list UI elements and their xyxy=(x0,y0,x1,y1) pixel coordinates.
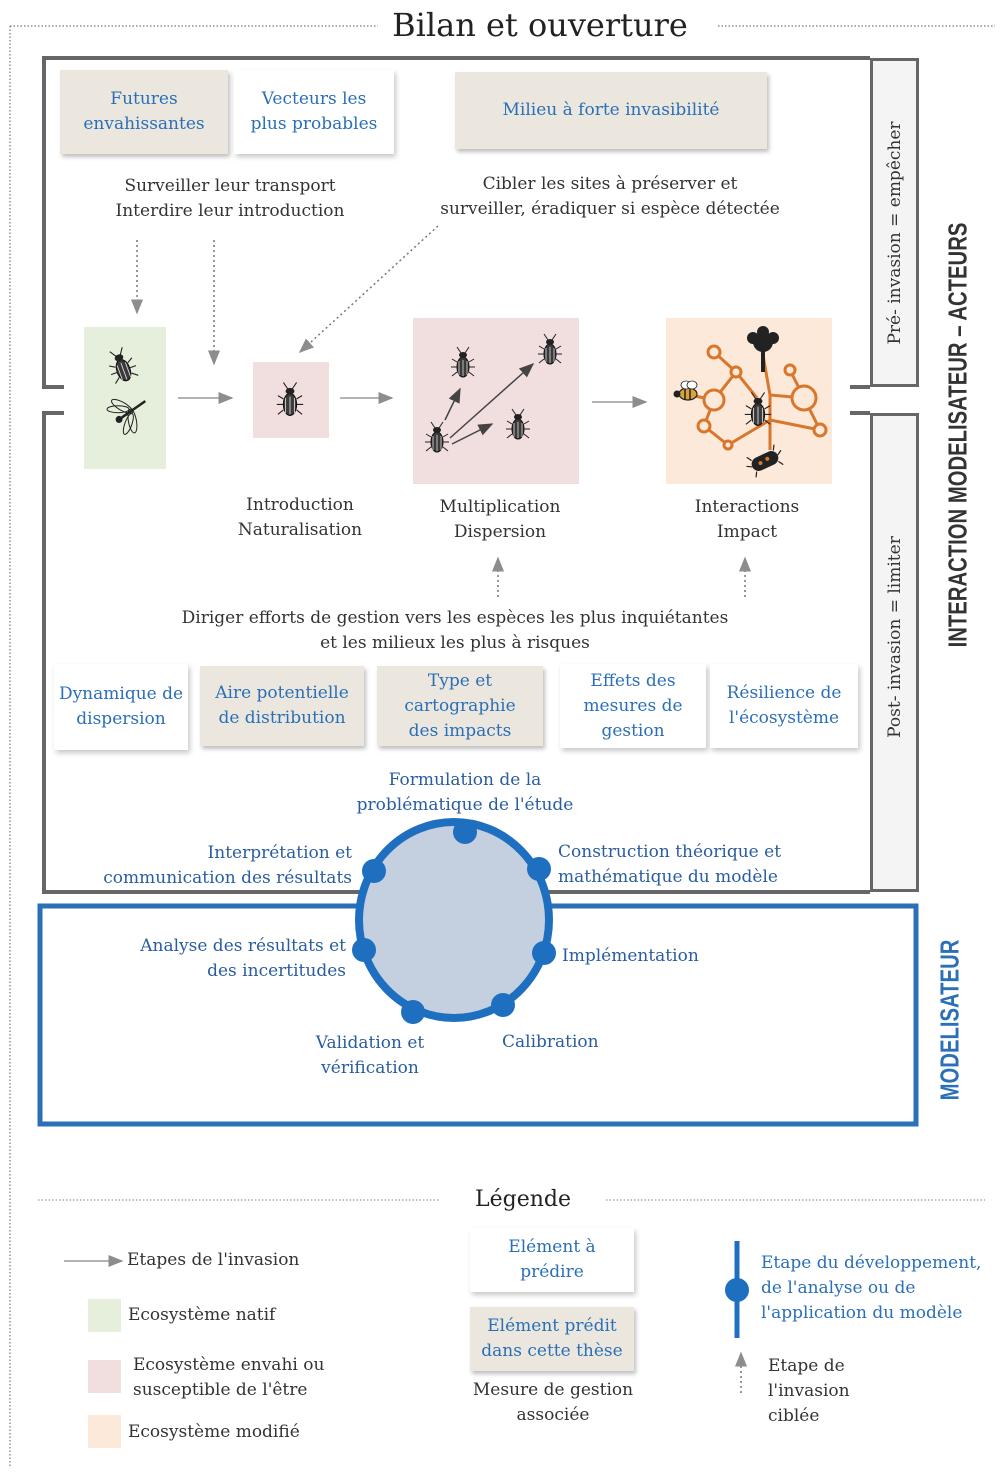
dragonfly-icon xyxy=(106,398,147,435)
legend-modified-label: Ecosystème modifié xyxy=(128,1422,300,1442)
card-resilience: Résilience de l'écosystème xyxy=(710,664,858,748)
action-diriger: Diriger efforts de gestion vers les espè… xyxy=(181,608,729,653)
model-cycle xyxy=(355,818,553,1022)
cycle-label-implementation: Implémentation xyxy=(562,946,699,966)
post-invasion-bar xyxy=(870,413,919,892)
native-ecosystem-box xyxy=(84,327,166,469)
beetle-icon xyxy=(505,408,531,440)
card-effets-mesures: Effets des mesures de gestion xyxy=(560,664,706,748)
legend-management-label: Mesure de gestion associée xyxy=(472,1380,634,1425)
bacteria-icon xyxy=(746,444,784,478)
card-vecteurs: Vecteurs les plus probables xyxy=(234,70,394,154)
cycle-label-calibration: Calibration xyxy=(502,1032,599,1052)
legend-targeted-label: Etape de l'invasion ciblée xyxy=(768,1356,850,1426)
legend-invaded-swatch xyxy=(88,1360,121,1393)
beetle-icon xyxy=(537,333,563,365)
page-title: Bilan et ouverture xyxy=(392,6,688,44)
card-futures-envahissantes: Futures envahissantes xyxy=(60,70,228,154)
legend-invaded-label: Ecosystème envahi ou susceptible de l'êt… xyxy=(133,1355,325,1400)
card-type-impacts: Type et cartographie des impacts xyxy=(377,666,543,746)
beetle-icon xyxy=(103,344,141,386)
card-dynamique: Dynamique de dispersion xyxy=(54,664,188,750)
card-milieu-invasibilite: Milieu à forte invasibilité xyxy=(455,72,767,149)
cycle-node xyxy=(352,820,556,1024)
card-aire-potentielle: Aire potentielle de distribution xyxy=(200,666,364,746)
legend-predicted-card: Elément prédit dans cette thèse xyxy=(470,1307,634,1371)
legend-native-label: Ecosystème natif xyxy=(128,1305,276,1325)
legend-model-node xyxy=(725,1278,749,1302)
bee-icon xyxy=(673,380,698,401)
tree-icon xyxy=(747,326,779,372)
legend-title: Légende xyxy=(474,1187,571,1212)
legend-to-predict-card: Elément à prédire xyxy=(470,1228,634,1292)
pre-invasion-bar xyxy=(870,58,919,387)
beetle-icon xyxy=(276,381,304,416)
beetle-icon xyxy=(424,421,450,453)
legend-stages-label: Etapes de l'invasion xyxy=(127,1250,300,1270)
legend-model-stage-label: Etape du développement, de l'analyse ou … xyxy=(761,1253,982,1323)
beetle-icon xyxy=(450,346,476,378)
legend-modified-swatch xyxy=(88,1415,121,1448)
legend-native-swatch xyxy=(88,1299,121,1332)
